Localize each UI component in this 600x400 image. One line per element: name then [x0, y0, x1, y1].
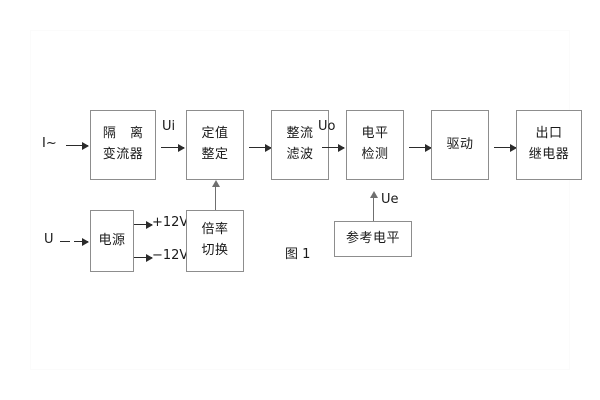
block-level-detect-line2: 检测 [361, 147, 389, 162]
signal-ui-label: Ui [162, 119, 176, 134]
block-isolation-ct-line1: 隔 离 [102, 126, 149, 142]
block-drive[interactable]: 驱动 [431, 110, 489, 180]
block-rectify-filter-line1: 整流 [286, 126, 314, 142]
block-output-relay-line1: 出口 [535, 126, 563, 142]
block-output-relay-line2: 继电器 [528, 147, 570, 162]
block-ratio-switch-line2: 切换 [201, 243, 229, 258]
arrow-reference-level-to-level-detect [369, 191, 378, 221]
arrow-current-to-isolation-ct [66, 141, 89, 150]
block-reference-level[interactable]: 参考电平 [334, 221, 412, 257]
block-setting-value[interactable]: 定值 整定 [186, 110, 244, 180]
block-isolation-ct-line2: 变流器 [102, 147, 144, 162]
arrow-level-detect-to-drive [409, 143, 432, 152]
signal-ue-label: Ue [381, 192, 399, 207]
block-rectify-filter[interactable]: 整流 滤波 [271, 110, 329, 180]
arrow-supply-negative [134, 253, 153, 262]
block-level-detect-line1: 电平 [361, 126, 389, 142]
arrow-ratio-switch-to-setting-value [211, 180, 220, 210]
arrow-isolation-ct-to-setting-value [161, 143, 185, 152]
arrow-voltage-to-power-supply [74, 237, 89, 246]
block-ratio-switch-line1: 倍率 [201, 222, 229, 238]
figure-plate [30, 30, 570, 370]
block-reference-level-line1: 参考电平 [345, 230, 400, 246]
block-setting-value-line2: 整定 [201, 147, 229, 162]
figure-caption: 图 1 [285, 247, 311, 262]
voltage-input-label: U [44, 232, 54, 247]
block-output-relay[interactable]: 出口 继电器 [516, 110, 582, 180]
block-power-supply[interactable]: 电源 [90, 210, 134, 272]
arrow-supply-positive [134, 220, 153, 229]
block-ratio-switch[interactable]: 倍率 切换 [186, 210, 244, 272]
block-drive-line1: 驱动 [446, 136, 474, 152]
block-setting-value-line1: 定值 [201, 126, 229, 142]
arrow-drive-to-output-relay [494, 143, 517, 152]
block-level-detect[interactable]: 电平 检测 [346, 110, 404, 180]
arrow-rectify-filter-to-level-detect [322, 143, 345, 152]
block-isolation-ct[interactable]: 隔 离 变流器 [90, 110, 156, 180]
signal-uo-label: Uo [318, 119, 336, 134]
supply-negative-label: −12V [152, 248, 189, 263]
arrow-setting-value-to-rectify-filter [249, 143, 272, 152]
block-power-supply-line1: 电源 [98, 232, 126, 248]
supply-positive-label: +12V [152, 215, 189, 230]
block-rectify-filter-line2: 滤波 [286, 147, 314, 162]
current-input-label: I~ [42, 136, 57, 151]
lead-voltage-input [60, 241, 70, 242]
